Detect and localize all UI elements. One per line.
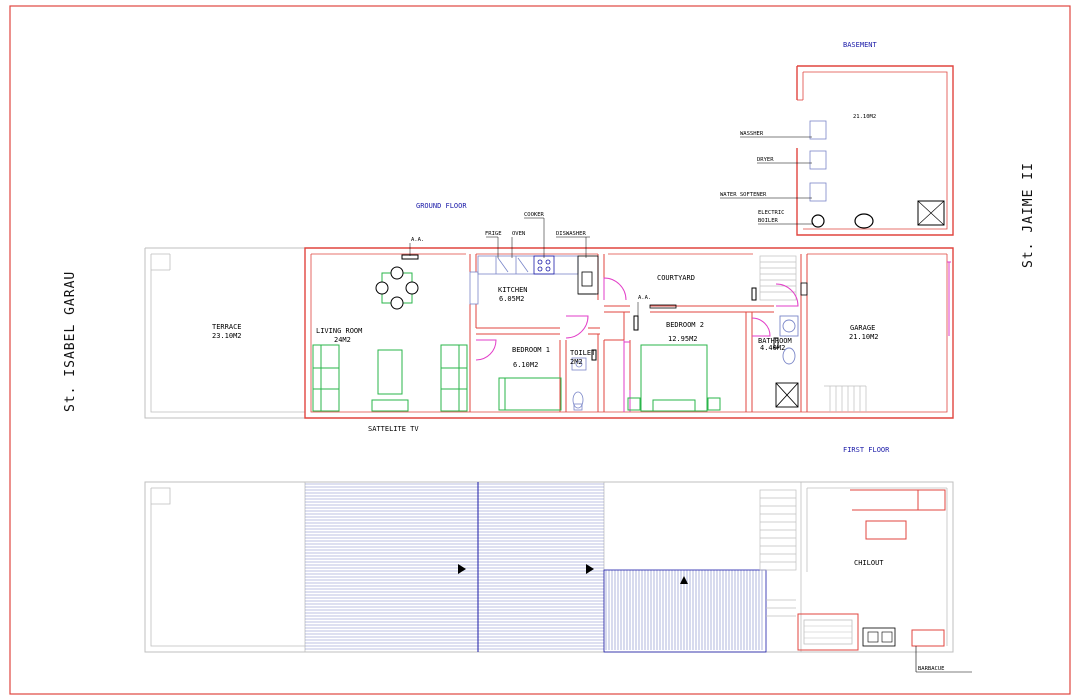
bathroom-fixtures <box>775 315 799 408</box>
chilout-table <box>865 520 907 540</box>
garage-area: 21.10M2 <box>849 333 879 341</box>
basement-shower <box>917 200 945 226</box>
doors-ground <box>475 261 951 412</box>
ac-label-bedroom: A.A. <box>638 295 651 301</box>
basement-area: 21.10M2 <box>853 114 876 120</box>
dryer-label: DRYER <box>757 157 774 163</box>
chilout-name: CHILOUT <box>854 559 884 567</box>
sofa-left <box>312 344 340 412</box>
bedroom1-name: BEDROOM 1 <box>512 346 550 354</box>
street-left-label: St. ISABEL GARAU <box>63 271 78 412</box>
dryer-unit <box>809 150 827 170</box>
living-room-area: 24M2 <box>334 336 351 344</box>
ground-floor-plan <box>144 217 954 419</box>
bathroom-name: BATHROOM <box>758 337 792 345</box>
ground-floor-title: GROUND FLOOR <box>416 202 467 210</box>
toilet-fixture <box>571 357 587 411</box>
first-floor-plan <box>144 481 972 673</box>
garage-stairs <box>824 385 867 412</box>
first-floor-title: FIRST FLOOR <box>843 446 890 454</box>
boiler-label-line1: ELECTRIC <box>758 210 785 216</box>
toilet-area: 2M2 <box>570 358 583 366</box>
kitchen-counter <box>469 255 599 305</box>
garage-name: GARAGE <box>850 324 875 332</box>
terrace-name: TERRACE <box>212 323 242 331</box>
terrace-area: 23.10M2 <box>212 332 242 340</box>
living-room-furniture <box>312 266 468 412</box>
bed-bedroom2 <box>627 344 721 412</box>
slope-arrow-icon <box>458 564 466 574</box>
basement-sink <box>854 213 874 229</box>
basement-plan <box>720 65 954 236</box>
bed-bedroom1 <box>498 377 562 411</box>
washer-label: WASSHER <box>740 131 764 137</box>
dishwasher-label: DISWASHER <box>556 231 586 237</box>
cooker-label: COOKER <box>524 212 545 218</box>
bedroom2-name: BEDROOM 2 <box>666 321 704 329</box>
ac-label-living: A.A. <box>411 237 424 243</box>
toilet-name: TOILET <box>570 349 596 357</box>
sofa-right <box>440 344 468 412</box>
boiler-unit <box>811 214 825 228</box>
slope-arrow-up-icon <box>680 576 688 584</box>
bedroom1-area: 6.10M2 <box>513 361 538 369</box>
bathroom-area: 4.40M2 <box>760 344 785 352</box>
satellite-tv-label: SATTELITE TV <box>368 425 419 433</box>
softener-unit <box>809 182 827 202</box>
kitchen-name: KITCHEN <box>498 286 528 294</box>
courtyard-name: COURTYARD <box>657 274 695 282</box>
softener-label: WATER SOFTENER <box>720 192 767 198</box>
planter <box>797 613 859 651</box>
basement-title: BASEMENT <box>843 41 878 49</box>
ac-unit-bedroom <box>633 315 639 331</box>
roof-hatch-left <box>305 483 604 650</box>
slope-arrow-icon <box>586 564 594 574</box>
stairs-ground <box>759 255 797 301</box>
oven-label: OVEN <box>512 231 525 237</box>
stairs-first <box>759 489 797 617</box>
kitchen-area: 6.05M2 <box>499 295 524 303</box>
barbacue-label: BARBACUE <box>918 666 945 672</box>
barbacue-unit <box>911 629 945 647</box>
bedroom2-area: 12.95M2 <box>668 335 698 343</box>
page-frame <box>9 5 1071 695</box>
living-room-name: LIVING ROOM <box>316 327 362 335</box>
fridge-label: FRIGE <box>485 231 502 237</box>
washer-unit <box>809 120 827 140</box>
boiler-label-line2: BOILER <box>758 218 779 224</box>
outdoor-sink <box>862 627 896 647</box>
street-right-label: St. JAIME II <box>1021 162 1036 268</box>
coffee-table <box>377 349 403 395</box>
tv-unit <box>371 399 409 412</box>
